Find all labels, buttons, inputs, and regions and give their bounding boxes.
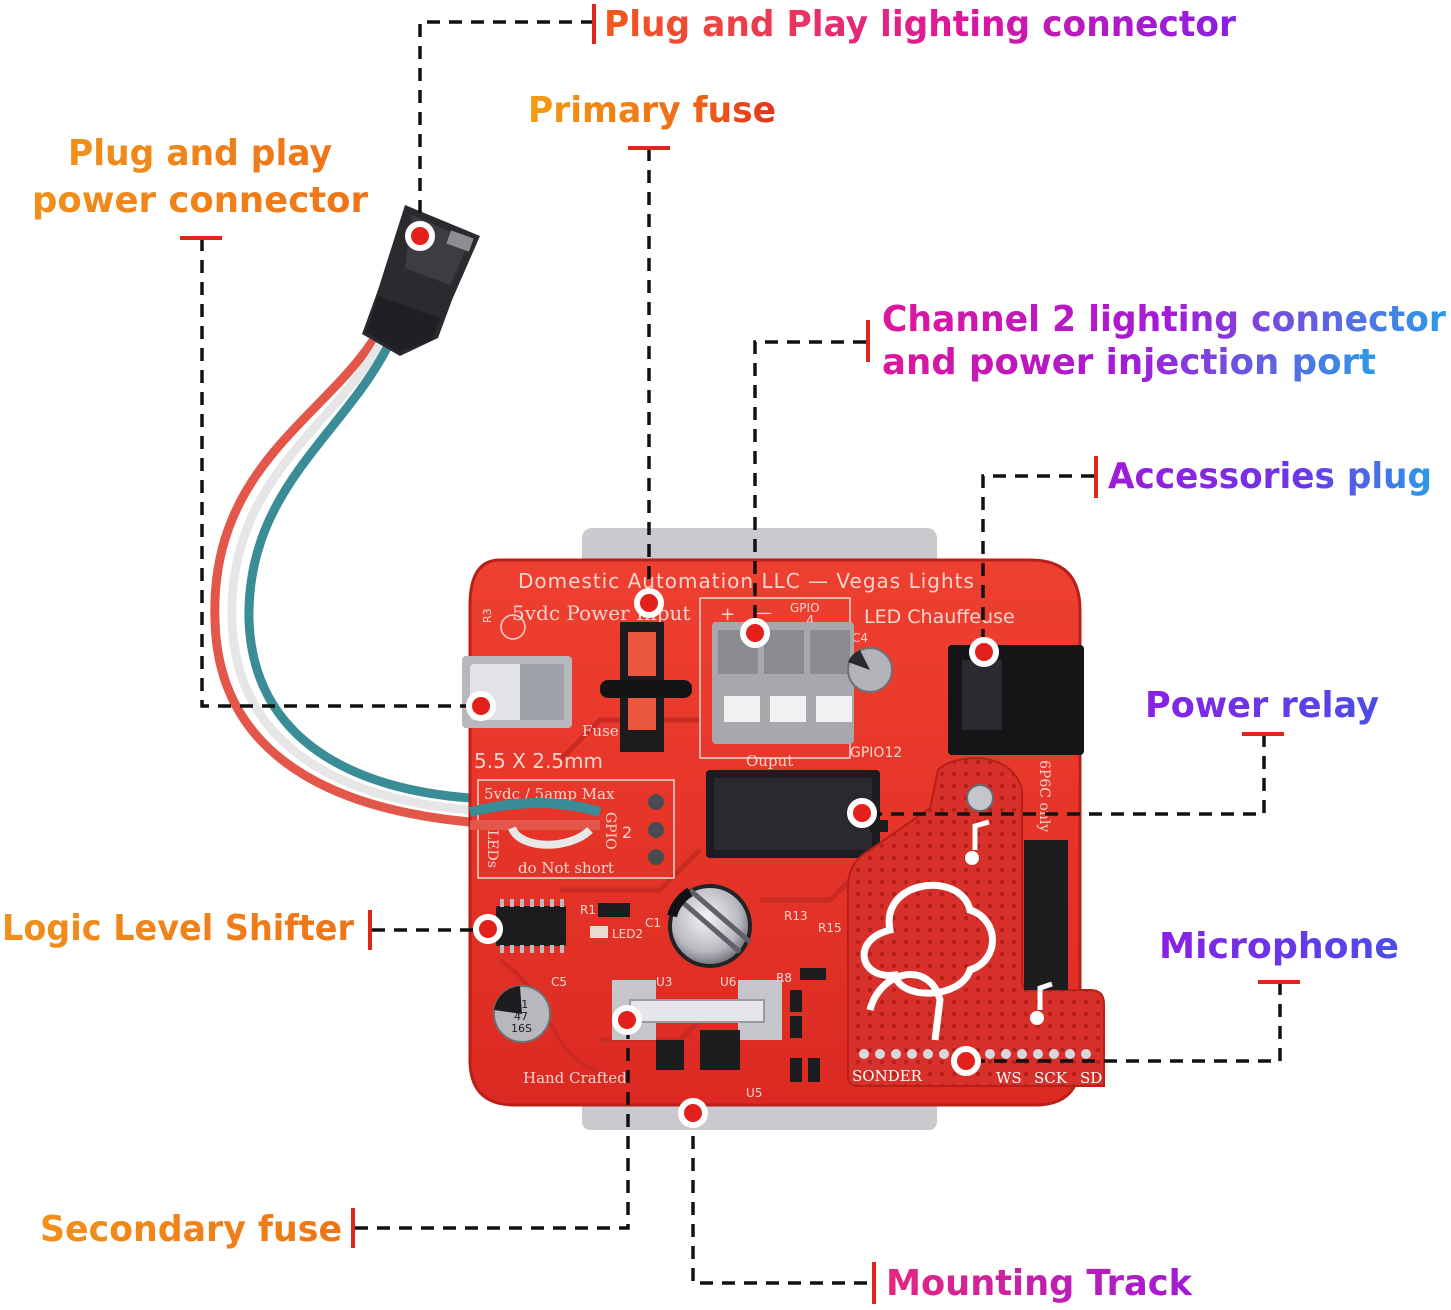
leader-mounting-track: [691, 1114, 872, 1285]
marker-microphone: [951, 1046, 981, 1076]
callout-logic-level-shifter: Logic Level Shifter: [2, 908, 354, 949]
leader-accessories: [981, 474, 1094, 652]
electrolytic-capacitor-large: [667, 884, 752, 968]
silk-plus: +: [720, 604, 735, 625]
silk-minus: —: [756, 603, 772, 622]
silk-u3: U3: [656, 975, 672, 989]
marker-logic-shifter: [473, 914, 503, 944]
silk-u6: U6: [720, 975, 736, 989]
power-cable: [210, 337, 475, 827]
silk-hand-crafted: Hand Crafted: [523, 1069, 627, 1087]
relay: [706, 770, 880, 858]
smd-resistors: [790, 820, 888, 1082]
rj-accessories-jack: [948, 645, 1084, 755]
marker-power-relay: [847, 798, 877, 828]
capacitor-small-bottom: K1 47 16S: [493, 985, 551, 1043]
silk-box-rating: 5vdc / 5amp Max: [484, 785, 615, 803]
silk-led2: LED2: [612, 927, 643, 941]
silk-r3: R3: [481, 608, 494, 623]
callout-mounting-track: Mounting Track: [886, 1263, 1193, 1304]
silk-gpio-top: GPIO: [790, 601, 820, 615]
mic-brand-label: SONDER: [852, 1067, 923, 1085]
silk-pin2: 2: [622, 823, 632, 842]
marker-power-connector: [466, 691, 496, 721]
leader-channel2: [753, 340, 866, 632]
primary-fuse-holder: [600, 622, 692, 752]
mic-pin-ws: WS: [996, 1069, 1022, 1087]
silk-r8: R8: [776, 971, 792, 985]
mic-pin-header: [859, 1049, 1091, 1059]
silk-fuse: Fuse: [582, 722, 619, 740]
silk-output: Ouput: [746, 752, 793, 770]
marker-lighting-connector: [405, 221, 435, 251]
callout-plug-play-power-line1: Plug and play: [68, 133, 332, 174]
silk-led-chauffeuse: LED Chauffeuse: [864, 606, 1015, 628]
leader-microphone: [966, 982, 1282, 1063]
cap-label-k1: K1: [514, 998, 528, 1011]
leader-lighting-connector: [418, 20, 592, 235]
marker-primary-fuse: [634, 588, 664, 618]
silk-6p6c: 6P6C only: [1036, 760, 1052, 832]
callout-primary-fuse: Primary fuse: [528, 90, 776, 131]
silk-r15: R15: [818, 921, 842, 935]
callout-ticks: [180, 4, 1300, 1304]
leader-lines: [200, 20, 1282, 1285]
silk-r1: R1: [580, 903, 596, 917]
callout-plug-play-lighting: Plug and Play lighting connector: [604, 4, 1236, 45]
terminal-block: [712, 622, 854, 744]
callout-power-relay: Power relay: [1145, 685, 1379, 726]
microphone-board: SONDER WS SCK SD: [847, 756, 1105, 1087]
mic-pin-sd: SD: [1080, 1069, 1102, 1087]
marker-channel2: [740, 618, 770, 648]
callout-labels: Plug and Play lighting connector Primary…: [2, 4, 1446, 1304]
cap-label-16s: 16S: [511, 1022, 532, 1035]
silk-u5: U5: [746, 1086, 762, 1100]
cap-label-47: 47: [514, 1010, 528, 1023]
callout-plug-play-power-line2: power connector: [32, 180, 368, 221]
silk-c5: C5: [551, 975, 567, 989]
mic-pin-sck: SCK: [1034, 1069, 1068, 1087]
board-title: Domestic Automation LLC — Vegas Lights: [518, 569, 975, 593]
silk-gpio-num: 4: [806, 614, 814, 629]
silk-do-not-short: do Not short: [518, 859, 614, 877]
silk-gpio-side: GPIO: [602, 812, 618, 850]
marker-dots: [405, 221, 999, 1128]
silk-c1: C1: [645, 916, 661, 930]
marker-mounting-track: [678, 1098, 708, 1128]
callout-channel2-line1: Channel 2 lighting connector: [882, 299, 1446, 340]
silk-r13: R13: [784, 909, 808, 923]
silk-gpio12: GPIO12: [850, 745, 902, 761]
silk-barrel-size: 5.5 X 2.5mm: [474, 749, 603, 773]
capacitor-small-top: [847, 647, 893, 693]
callout-microphone: Microphone: [1159, 926, 1399, 967]
leader-power-relay: [862, 734, 1266, 816]
leader-secondary-fuse: [355, 1020, 630, 1230]
callout-channel2-line2: and power injection port: [882, 342, 1376, 383]
marker-accessories: [969, 637, 999, 667]
cable-terminal-wires: [468, 794, 664, 865]
logic-level-shifter-ic: [496, 899, 566, 953]
silk-leds: LEDs: [484, 830, 500, 868]
leader-power-connector: [200, 238, 480, 708]
callout-accessories-plug: Accessories plug: [1108, 456, 1432, 497]
callout-secondary-fuse: Secondary fuse: [40, 1209, 342, 1250]
marker-secondary-fuse: [612, 1005, 642, 1035]
silk-c4: C4: [852, 631, 868, 645]
